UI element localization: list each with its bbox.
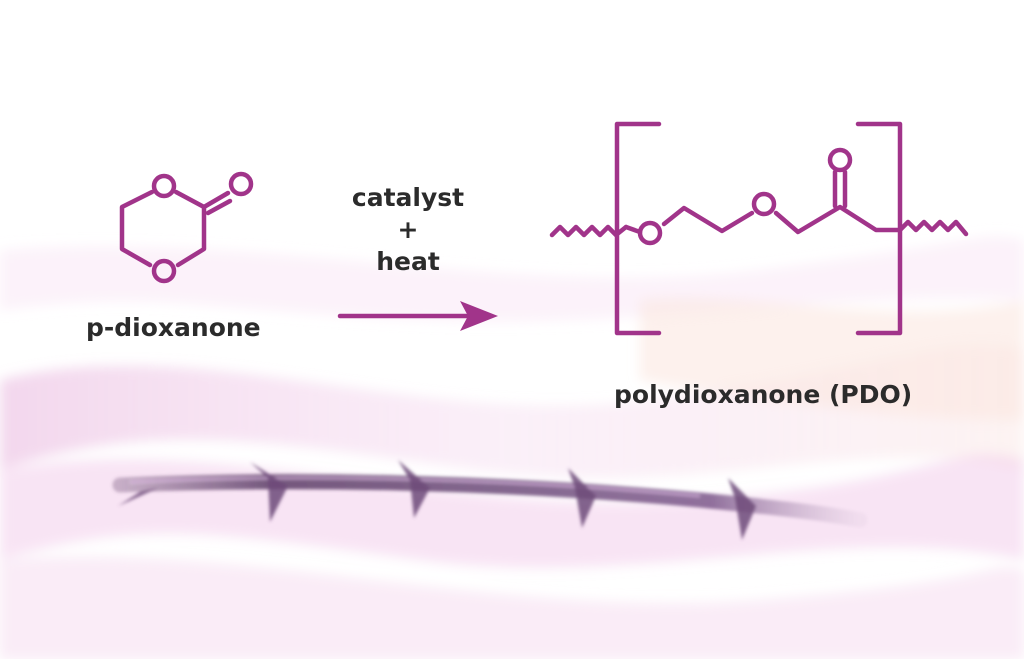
wavy-bond-right-icon [897, 219, 969, 237]
monomer-name: p-dioxanone [86, 313, 261, 342]
silk-waves [0, 236, 1024, 659]
polymer-name: polydioxanone (PDO) [614, 380, 913, 409]
left-bracket [614, 121, 662, 336]
p-dioxanone-structure [119, 171, 254, 284]
condition-catalyst: catalyst [351, 183, 465, 212]
wavy-bond-left-icon [549, 224, 629, 238]
reaction-conditions: catalyst + heat [336, 182, 480, 278]
barbed-suture-thread [112, 460, 868, 540]
condition-plus: + [397, 215, 419, 244]
right-bracket [855, 121, 903, 336]
arrow-head [460, 301, 498, 331]
polydioxanone-structure [549, 121, 969, 336]
condition-heat: heat [376, 247, 440, 276]
